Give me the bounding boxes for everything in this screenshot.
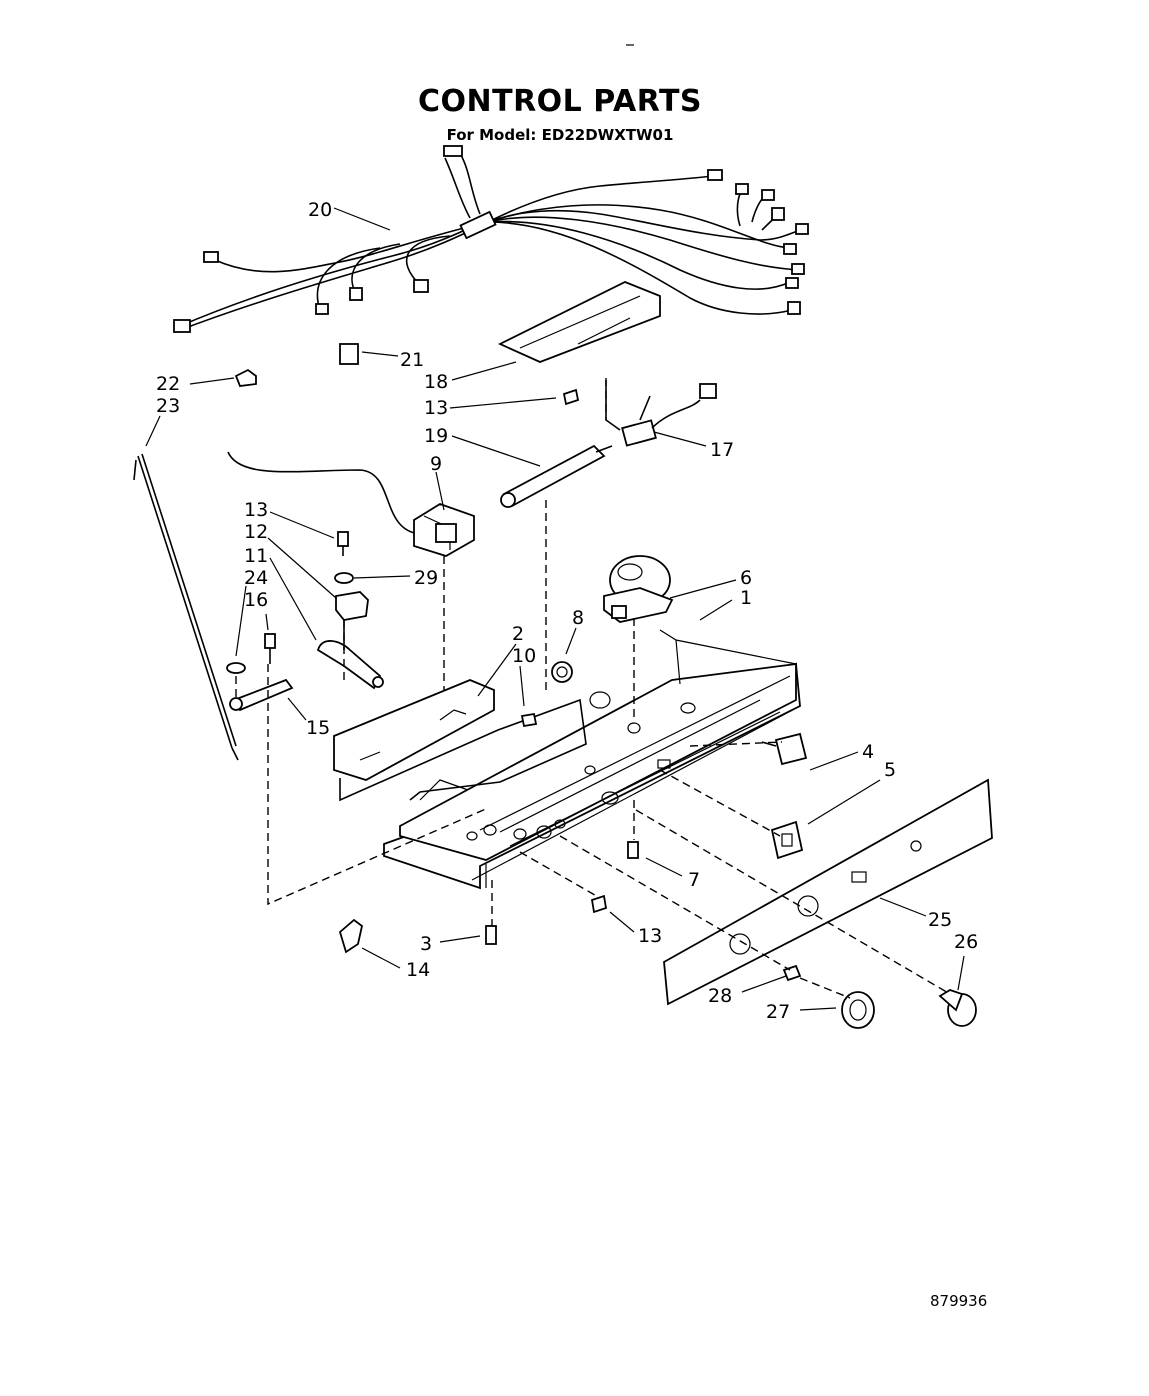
screw-13-lower bbox=[590, 894, 608, 914]
document-number: 879936 bbox=[930, 1292, 988, 1310]
timer-6 bbox=[603, 555, 674, 623]
clip-14 bbox=[338, 918, 364, 954]
screw-16 bbox=[264, 633, 276, 664]
front-panel-25 bbox=[663, 778, 993, 1006]
callout-23: 23 bbox=[156, 395, 180, 417]
cover-plate-18 bbox=[497, 281, 661, 363]
alignment-lines bbox=[235, 378, 951, 999]
washer-24 bbox=[226, 662, 246, 674]
cam-11 bbox=[316, 620, 384, 690]
callout-labels: 20 21 22 23 18 13 19 17 9 13 12 11 24 16… bbox=[156, 199, 978, 1023]
callout-10: 10 bbox=[512, 645, 536, 667]
callout-11: 11 bbox=[244, 545, 268, 567]
callout-7: 7 bbox=[688, 869, 700, 891]
rod-23 bbox=[133, 453, 239, 761]
callout-9: 9 bbox=[430, 453, 442, 475]
switch-5 bbox=[770, 820, 804, 860]
knob-26 bbox=[938, 989, 977, 1027]
callout-25: 25 bbox=[928, 909, 952, 931]
callout-2: 2 bbox=[512, 623, 524, 645]
screw-3 bbox=[485, 925, 497, 945]
callout-5: 5 bbox=[884, 759, 896, 781]
sensor-19 bbox=[500, 444, 613, 508]
screw-13-left bbox=[337, 531, 349, 556]
washer-29 bbox=[334, 572, 354, 584]
bracket-12 bbox=[335, 591, 369, 621]
callout-17: 17 bbox=[710, 439, 734, 461]
callout-14: 14 bbox=[406, 959, 430, 981]
callout-24: 24 bbox=[244, 567, 268, 589]
callout-27: 27 bbox=[766, 1001, 790, 1023]
callout-28: 28 bbox=[708, 985, 732, 1007]
model-subtitle: For Model: ED22DWXTW01 bbox=[446, 126, 674, 144]
callout-1: 1 bbox=[740, 587, 752, 609]
lever-15 bbox=[229, 678, 294, 712]
callout-13b: 13 bbox=[244, 499, 268, 521]
callout-26: 26 bbox=[954, 931, 978, 953]
clip-22 bbox=[234, 368, 257, 387]
bracket-2 bbox=[333, 679, 587, 802]
switch-17 bbox=[605, 380, 717, 447]
callout-19: 19 bbox=[424, 425, 448, 447]
callout-18: 18 bbox=[424, 371, 448, 393]
callout-3: 3 bbox=[420, 933, 432, 955]
screw-7 bbox=[627, 841, 639, 859]
callout-20: 20 bbox=[308, 199, 332, 221]
callout-6: 6 bbox=[740, 567, 752, 589]
leader-lines bbox=[145, 207, 965, 1011]
grommet-8 bbox=[551, 661, 573, 683]
callout-22: 22 bbox=[156, 373, 180, 395]
screw-10 bbox=[520, 712, 538, 728]
callout-29: 29 bbox=[414, 567, 438, 589]
page-title: CONTROL PARTS bbox=[417, 84, 703, 119]
callout-13c: 13 bbox=[638, 925, 662, 947]
wire-harness-20 bbox=[173, 145, 809, 333]
callout-21: 21 bbox=[400, 349, 424, 371]
screw-13-upper bbox=[562, 388, 580, 406]
callout-15: 15 bbox=[306, 717, 330, 739]
callout-16: 16 bbox=[244, 589, 268, 611]
switch-4 bbox=[761, 732, 808, 766]
control-housing-1 bbox=[383, 629, 801, 890]
thermostat-9 bbox=[413, 503, 475, 557]
callout-12: 12 bbox=[244, 521, 268, 543]
capillary-tube bbox=[227, 451, 421, 535]
callout-13a: 13 bbox=[424, 397, 448, 419]
callout-4: 4 bbox=[862, 741, 874, 763]
knob-27 bbox=[841, 991, 875, 1029]
callout-8: 8 bbox=[572, 607, 584, 629]
part-21 bbox=[339, 343, 359, 365]
